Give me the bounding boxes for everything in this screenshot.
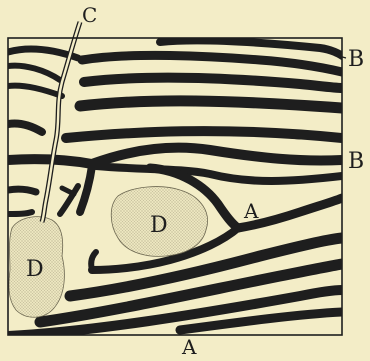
stripe xyxy=(80,101,342,108)
stripe xyxy=(8,123,42,132)
label-b-upper: B xyxy=(348,47,364,72)
label-d-center: D xyxy=(150,213,168,238)
label-b-lower: B xyxy=(348,149,364,174)
stripe xyxy=(8,212,32,214)
stripe xyxy=(8,66,60,80)
stripe xyxy=(82,55,342,72)
stripe xyxy=(8,189,36,192)
label-c: C xyxy=(82,3,97,27)
label-a-upper: A xyxy=(243,199,259,223)
stripe xyxy=(80,166,92,212)
stripe xyxy=(62,188,74,194)
label-d-left: D xyxy=(26,257,44,282)
stripe xyxy=(84,78,342,88)
label-a-lower: A xyxy=(181,335,197,359)
stripe xyxy=(8,148,342,164)
stripe xyxy=(8,86,62,96)
stripe xyxy=(96,166,342,181)
